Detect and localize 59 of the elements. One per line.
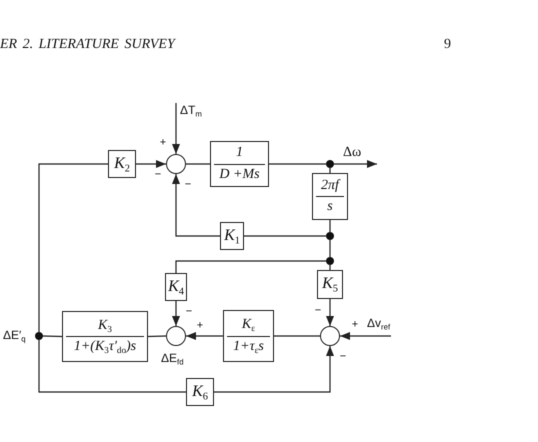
signal-line bbox=[274, 335, 320, 337]
signal-line bbox=[42, 335, 62, 338]
signal-arrow bbox=[136, 160, 166, 168]
signal-line bbox=[175, 260, 326, 273]
transfer-function-block bbox=[312, 173, 348, 220]
denominator: 1+(K$_{3}$τ′$_{do}$)s bbox=[66, 336, 144, 356]
gain-block: K$_{5}$ bbox=[317, 270, 343, 299]
sign-label: − bbox=[314, 306, 322, 316]
transfer-function-block bbox=[62, 311, 148, 362]
signal-line bbox=[148, 335, 166, 338]
signal-line bbox=[244, 235, 326, 237]
signal-line bbox=[186, 163, 210, 165]
signal-label: ΔT$_{m}$ bbox=[180, 104, 202, 116]
signal-line bbox=[38, 340, 186, 393]
sign-label: − bbox=[184, 180, 192, 190]
signal-label: ΔE′$_{q}$ bbox=[3, 329, 26, 341]
gain-block: K$_{4}$ bbox=[165, 273, 187, 301]
signal-arrow bbox=[214, 346, 334, 393]
denominator: s bbox=[316, 196, 344, 216]
sign-label: + bbox=[196, 320, 204, 332]
signal-arrow bbox=[326, 299, 334, 326]
summing-junction bbox=[166, 154, 186, 174]
signal-arrow bbox=[186, 332, 223, 340]
sign-label: + bbox=[160, 138, 166, 148]
numerator: K$_{3}$ bbox=[98, 318, 112, 334]
sign-label: − bbox=[340, 352, 346, 362]
summing-junction bbox=[320, 326, 340, 346]
signal-line bbox=[269, 163, 326, 165]
gain-block: K$_{6}$ bbox=[186, 378, 214, 406]
signal-arrow bbox=[172, 301, 180, 326]
gain-block: K$_{1}$ bbox=[220, 222, 244, 250]
junction-dot bbox=[326, 257, 334, 265]
denominator: 1+τ$_{ε}$s bbox=[227, 336, 270, 355]
signal-arrow bbox=[172, 103, 180, 154]
numerator: 2πf bbox=[321, 178, 339, 194]
numerator: K$_{ε}$ bbox=[242, 317, 256, 334]
junction-dot bbox=[326, 160, 334, 168]
transfer-function-block bbox=[210, 141, 269, 187]
signal-label: ΔE$_{fd}$ bbox=[161, 352, 184, 364]
junction-dot bbox=[35, 332, 43, 340]
page-number: 9 bbox=[444, 38, 451, 52]
signal-line bbox=[329, 220, 331, 232]
signal-arrow bbox=[172, 174, 220, 237]
numerator: 1 bbox=[236, 145, 243, 162]
sign-label: + bbox=[352, 320, 358, 330]
sign-label: − bbox=[154, 170, 162, 180]
denominator: D +Ms bbox=[214, 164, 265, 183]
transfer-function-block bbox=[223, 310, 274, 362]
sign-label: − bbox=[186, 306, 192, 318]
signal-arrow bbox=[340, 332, 391, 340]
signal-arrow bbox=[334, 160, 377, 168]
summing-junction bbox=[166, 326, 186, 346]
signal-label: Δω bbox=[343, 146, 362, 160]
running-header: ER 2. LITERATURE SURVEY bbox=[0, 38, 175, 52]
signal-label: Δv$_{ref}$ bbox=[367, 317, 390, 329]
signal-line bbox=[329, 240, 331, 257]
junction-dot bbox=[326, 232, 334, 240]
signal-line bbox=[38, 163, 108, 332]
gain-block: K$_{2}$ bbox=[108, 150, 136, 178]
